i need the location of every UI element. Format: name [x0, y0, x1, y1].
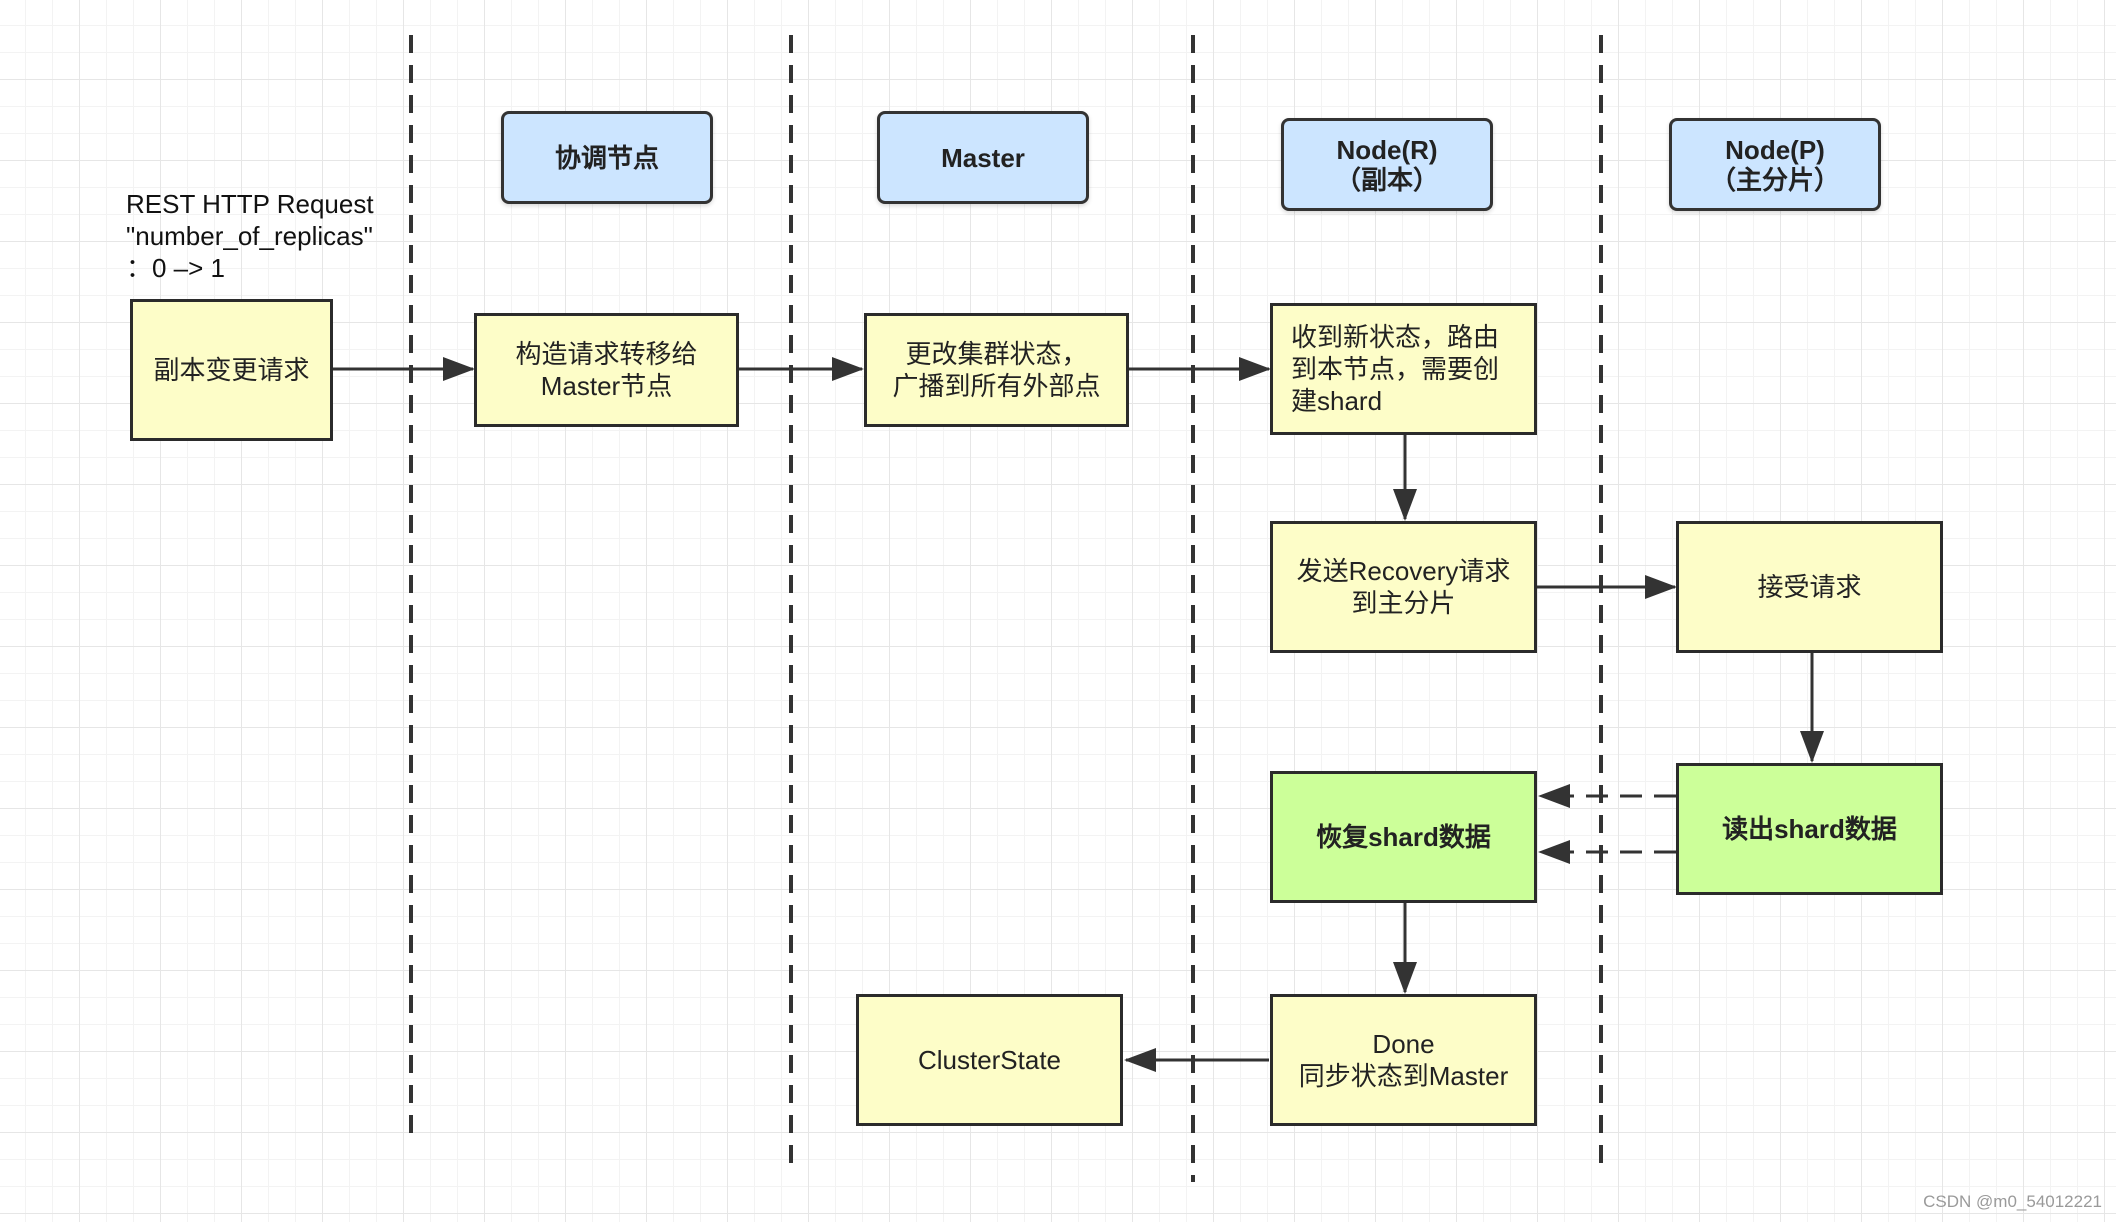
request-note: REST HTTP Request "number_of_replicas" ：… — [126, 189, 374, 283]
step-send-recovery: 发送Recovery请求 到主分片 — [1270, 521, 1537, 653]
step-read-shard-data: 读出shard数据 — [1676, 763, 1943, 895]
step-accept-request: 接受请求 — [1676, 521, 1943, 653]
watermark: CSDN @m0_54012221 — [1923, 1192, 2102, 1211]
step-receive-new-state: 收到新状态，路由 到本节点，需要创 建shard — [1270, 303, 1537, 435]
step-cluster-state: ClusterState — [856, 994, 1123, 1126]
lane-header-coordinator: 协调节点 — [501, 111, 713, 204]
lane-header-replica-node: Node(R) （副本） — [1281, 118, 1493, 211]
step-done-sync: Done 同步状态到Master — [1270, 994, 1537, 1126]
lane-header-master: Master — [877, 111, 1089, 204]
step-update-cluster-state: 更改集群状态， 广播到所有外部点 — [864, 313, 1129, 427]
step-forward-to-master: 构造请求转移给 Master节点 — [474, 313, 739, 427]
step-replica-change-request: 副本变更请求 — [130, 299, 333, 441]
lane-header-primary-node: Node(P) （主分片） — [1669, 118, 1881, 211]
step-restore-shard-data: 恢复shard数据 — [1270, 771, 1537, 903]
